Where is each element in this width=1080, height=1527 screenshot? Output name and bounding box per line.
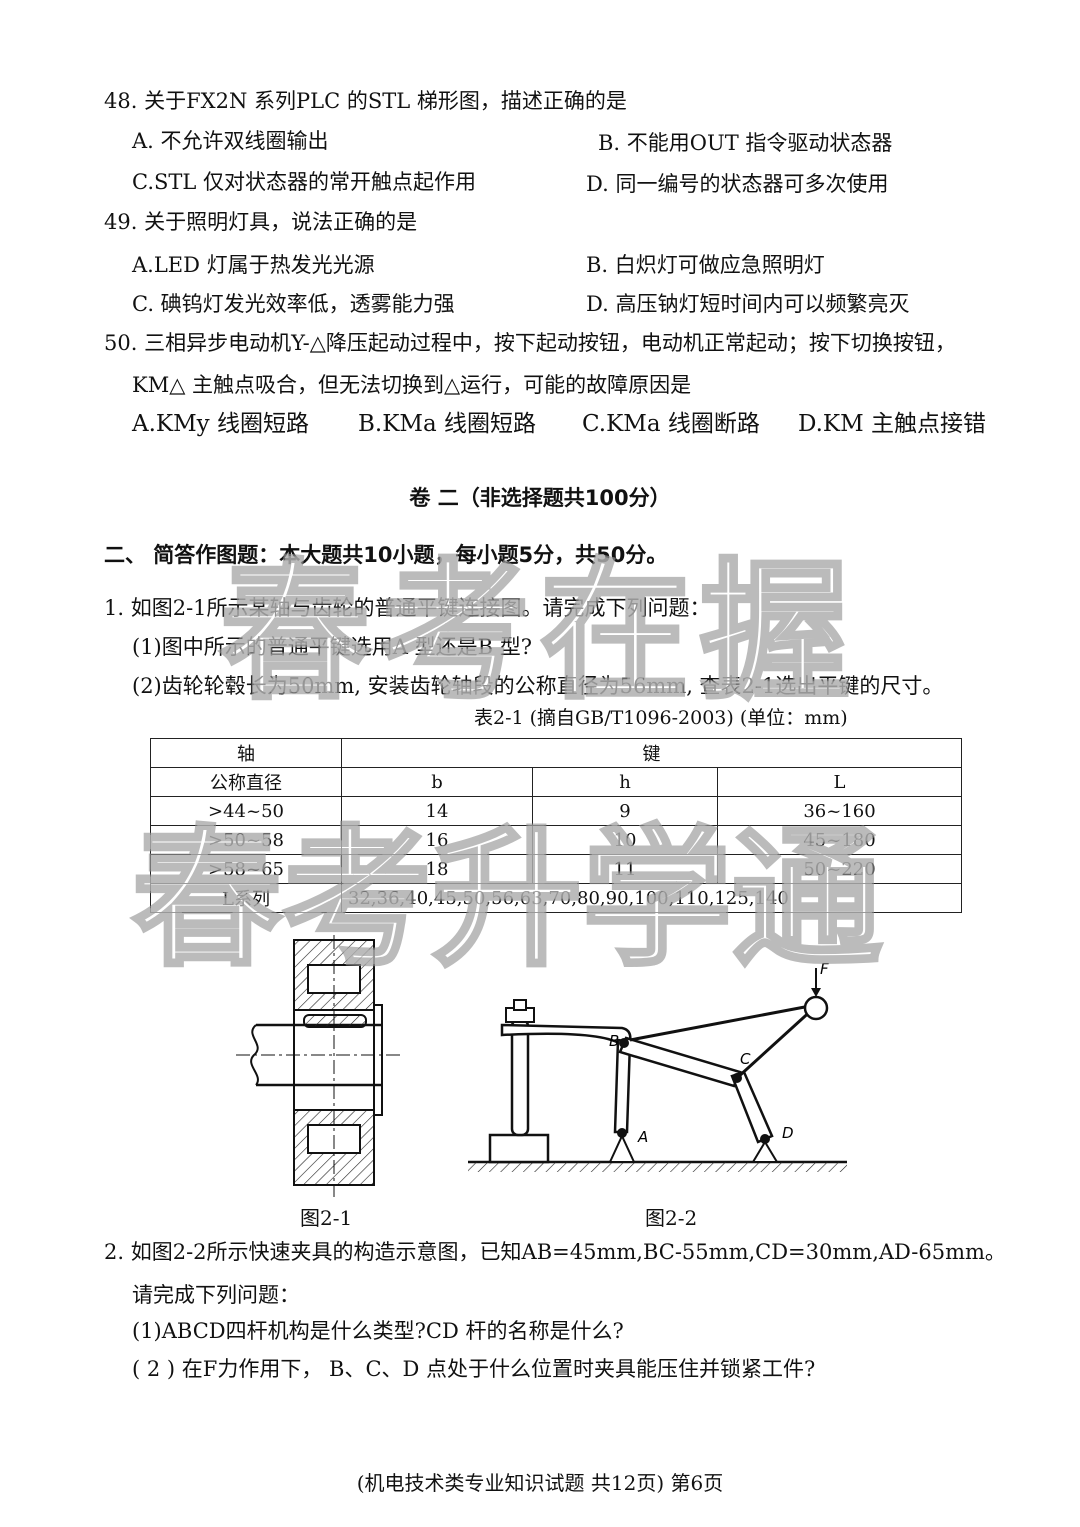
cell-b: 16: [341, 825, 533, 855]
table-row: >58~65 18 11 50~220: [150, 854, 962, 884]
q49-option-a: A.LED 灯属于热发光光源: [132, 253, 375, 277]
p1-stem: 1. 如图2-1所示某轴与齿轮的普通平键连接图。请完成下列问题：: [104, 596, 711, 620]
table-row: >50~58 16 10 45~180: [150, 825, 962, 855]
q49-option-b: B. 白炽灯可做应急照明灯: [586, 253, 825, 277]
q48-option-b: B. 不能用OUT 指令驱动状态器: [598, 131, 893, 155]
q48-stem: 48. 关于FX2N 系列PLC 的STL 梯形图，描述正确的是: [104, 89, 627, 113]
table-subheader-row: 公称直径 b h L: [150, 767, 962, 797]
q48-option-c: C.STL 仅对状态器的常开触点起作用: [132, 170, 477, 194]
label-f: F: [820, 960, 829, 978]
header-shaft: 轴: [150, 738, 342, 768]
figure-2-1-shaft-gear: [236, 935, 401, 1197]
cell-h: 9: [532, 796, 718, 826]
header-L: L: [717, 767, 962, 797]
p2-sub0: 请完成下列问题：: [132, 1283, 300, 1307]
q49-option-c: C. 碘钨灯发光效率低，透雾能力强: [132, 292, 455, 316]
label-b: B: [609, 1032, 619, 1050]
table-row: >44~50 14 9 36~160: [150, 796, 962, 826]
label-d: D: [782, 1124, 794, 1142]
header-h: h: [532, 767, 718, 797]
cell-series-values: 32,36,40,45,50,56,63,70,80,90,100,110,12…: [341, 883, 962, 913]
p2-sub1: (1)ABCD四杆机构是什么类型?CD 杆的名称是什么?: [132, 1319, 624, 1343]
table-caption: 表2-1 (摘自GB/T1096-2003) (单位：mm): [474, 707, 848, 729]
figure-2-2-quick-clamp: B C A D F: [468, 960, 847, 1172]
q50-option-d: D.KM 主触点接错: [798, 411, 986, 437]
q50-option-c: C.KMa 线圈断路: [582, 411, 760, 437]
cell-b: 14: [341, 796, 533, 826]
cell-L: 36~160: [717, 796, 962, 826]
cell-h: 11: [532, 854, 718, 884]
q50-stem-line1: 50. 三相异步电动机Y-△降压起动过程中，按下起动按钮，电动机正常起动；按下切…: [104, 331, 956, 355]
q50-option-a: A.KMy 线圈短路: [132, 411, 309, 437]
cell-diameter: >44~50: [150, 796, 342, 826]
p2-sub2: ( 2 ) 在F力作用下， B、C、D 点处于什么位置时夹具能压住并锁紧工件?: [132, 1357, 816, 1381]
table-series-row: L系列 32,36,40,45,50,56,63,70,80,90,100,11…: [150, 883, 962, 913]
figure-2-1-caption: 图2-1: [300, 1206, 353, 1230]
cell-diameter: >50~58: [150, 825, 342, 855]
q50-option-b: B.KMa 线圈短路: [358, 411, 536, 437]
key-size-table: 轴 键 公称直径 b h L >44~50 14 9 36~160 >50~58…: [150, 738, 962, 913]
label-a: A: [637, 1128, 648, 1146]
p1-sub2: (2)齿轮轮毂长为50mm, 安装齿轮轴段的公称直径为56mm, 查表2-1选出…: [132, 674, 944, 698]
cell-h: 10: [532, 825, 718, 855]
table-header-row: 轴 键: [150, 738, 962, 768]
section-title: 卷 二（非选择题共100分）: [409, 486, 671, 510]
cell-L: 45~180: [717, 825, 962, 855]
cell-series-label: L系列: [150, 883, 342, 913]
q48-option-a: A. 不允许双线圈输出: [132, 129, 329, 153]
header-nominal-diameter: 公称直径: [150, 767, 342, 797]
q48-option-d: D. 同一编号的状态器可多次使用: [586, 172, 889, 196]
header-b: b: [341, 767, 533, 797]
cell-diameter: >58~65: [150, 854, 342, 884]
q50-stem-line2: KM△ 主触点吸合，但无法切换到△运行，可能的故障原因是: [132, 373, 692, 397]
cell-L: 50~220: [717, 854, 962, 884]
cell-b: 18: [341, 854, 533, 884]
part-title: 二、 简答作图题：本大题共10小题，每小题5分，共50分。: [104, 543, 668, 567]
q49-option-d: D. 高压钠灯短时间内可以频繁亮灭: [586, 292, 910, 316]
q49-stem: 49. 关于照明灯具，说法正确的是: [104, 210, 418, 234]
p2-stem: 2. 如图2-2所示快速夹具的构造示意图，已知AB=45mm,BC-55mm,C…: [104, 1240, 1006, 1264]
label-c: C: [740, 1050, 751, 1068]
page-footer: (机电技术类专业知识试题 共12页) 第6页: [356, 1471, 724, 1495]
header-key: 键: [341, 738, 962, 768]
p1-sub1: (1)图中所示的普通平键选用A 型还是B 型?: [132, 635, 532, 659]
figure-2-2-caption: 图2-2: [645, 1206, 698, 1230]
